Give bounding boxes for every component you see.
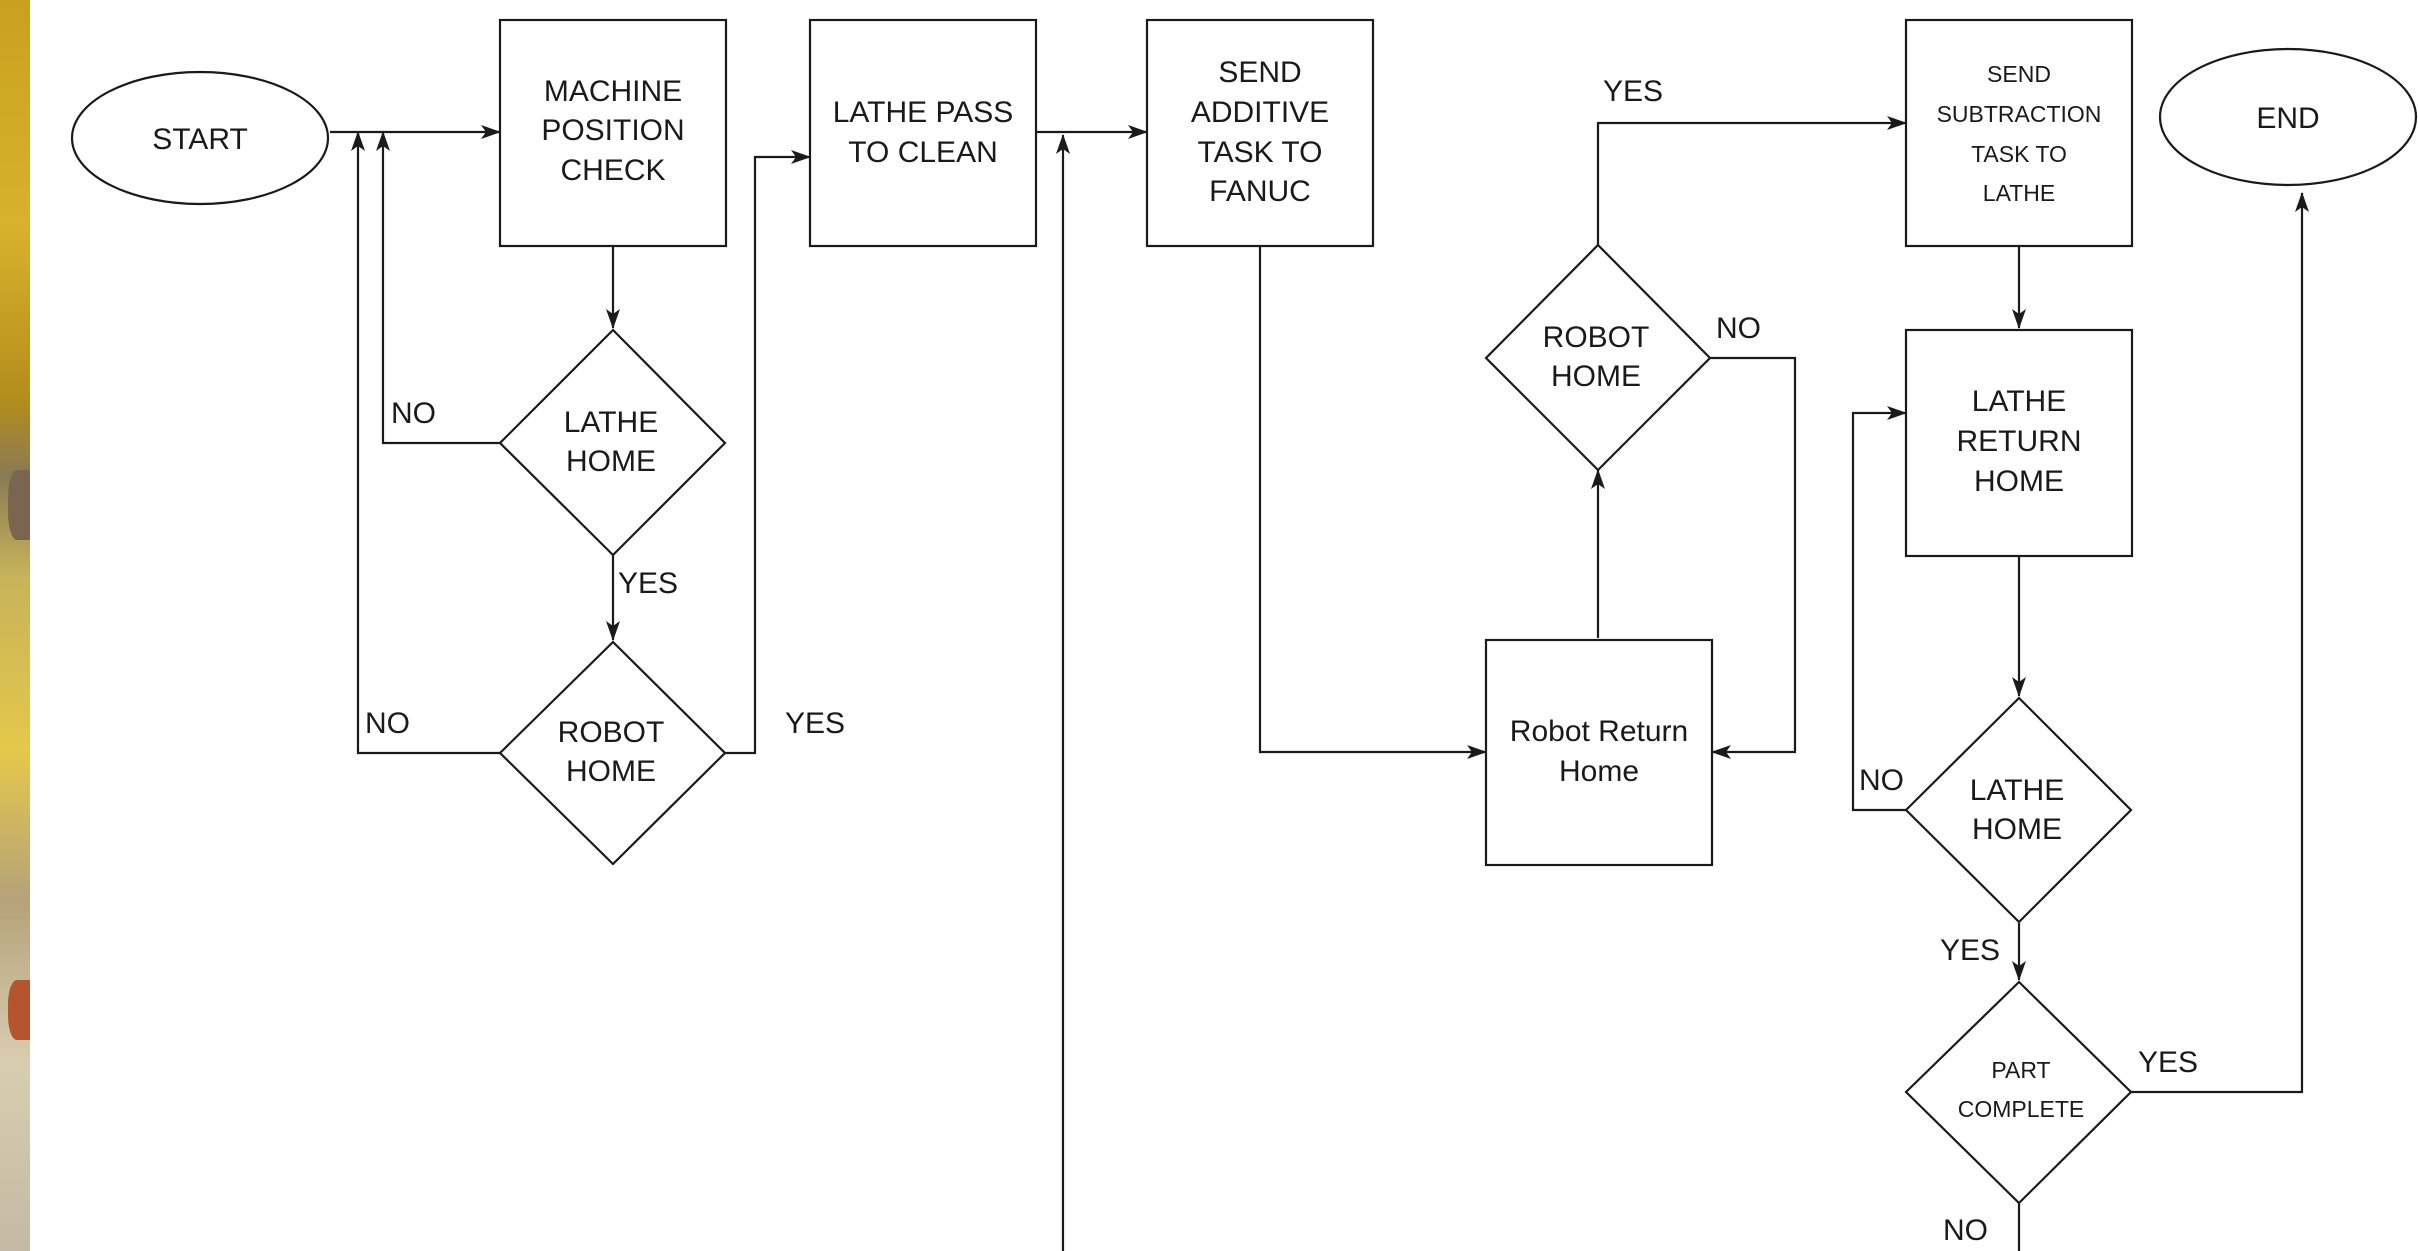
edge-robot-home-yes-to-lathe-pass <box>725 157 810 753</box>
node-label-line: TASK TO <box>1971 141 2067 167</box>
edge-additive-to-robot-return <box>1260 245 1486 752</box>
edge-lathe-home2-no <box>1853 413 1906 810</box>
edge-label-yes: YES <box>1603 75 1663 108</box>
process-box <box>1486 640 1712 865</box>
node-label-line: LATHE <box>1972 385 2066 418</box>
decision-diamond <box>1486 245 1710 470</box>
node-label-line: LATHE <box>564 406 658 439</box>
decision-diamond <box>1906 698 2131 922</box>
edge-label-no: NO <box>1943 1214 1988 1247</box>
node-label-line: SUBTRACTION <box>1937 101 2102 127</box>
node-label-line: RETURN <box>1957 425 2082 458</box>
machine-position-check-node: MACHINE POSITION CHECK <box>500 20 726 246</box>
edge-label-yes: YES <box>618 567 678 600</box>
node-label-line: LATHE <box>1983 180 2055 206</box>
edge-part-complete-yes-to-end <box>2131 193 2302 1092</box>
edge-label-no: NO <box>1859 764 1904 797</box>
start-label: START <box>152 123 248 156</box>
node-label-line: Robot Return <box>1510 715 1688 748</box>
node-label-line: POSITION <box>541 114 684 147</box>
decision-diamond <box>500 642 725 864</box>
node-label-line: COMPLETE <box>1958 1096 2085 1122</box>
lathe-home-decision-2: LATHE HOME <box>1906 698 2131 922</box>
decision-diamond <box>1906 982 2131 1203</box>
lathe-return-home-node: LATHE RETURN HOME <box>1906 330 2132 556</box>
robot-home-decision-1: ROBOT HOME <box>500 642 725 864</box>
node-label-line: HOME <box>566 755 656 788</box>
edge-label-no: NO <box>365 707 410 740</box>
node-label-line: CHECK <box>560 154 665 187</box>
lathe-home-decision-1: LATHE HOME <box>500 330 725 555</box>
node-label-line: TO CLEAN <box>848 136 998 169</box>
node-label-line: LATHE PASS <box>833 96 1014 129</box>
lathe-pass-to-clean-node: LATHE PASS TO CLEAN <box>810 20 1036 246</box>
node-label-line: ROBOT <box>558 716 665 749</box>
node-label-line: TASK TO <box>1197 136 1322 169</box>
part-complete-decision: PART COMPLETE <box>1906 982 2131 1203</box>
process-box <box>1906 20 2132 246</box>
node-label-line: Home <box>1559 755 1639 788</box>
edge-robot-home2-no <box>1710 358 1795 752</box>
edge-labels: NO YES NO YES YES NO NO YES YES NO <box>365 75 2198 1247</box>
node-label-line: HOME <box>1972 813 2062 846</box>
node-label-line: ROBOT <box>1543 321 1650 354</box>
process-box <box>1147 20 1373 246</box>
robot-return-home-node: Robot Return Home <box>1486 640 1712 865</box>
robot-home-decision-2: ROBOT HOME <box>1486 245 1710 470</box>
node-label-line: HOME <box>1974 465 2064 498</box>
node-label-line: SEND <box>1218 56 1301 89</box>
edge-label-yes: YES <box>785 707 845 740</box>
edge-robot-home2-yes <box>1598 123 1906 245</box>
edge-label-yes: YES <box>1940 934 2000 967</box>
edge-label-no: NO <box>1716 312 1761 345</box>
decision-diamond <box>500 330 725 555</box>
send-additive-task-node: SEND ADDITIVE TASK TO FANUC <box>1147 20 1373 246</box>
node-label-line: HOME <box>1551 360 1641 393</box>
end-node: END <box>2160 49 2416 185</box>
edge-label-no: NO <box>391 397 436 430</box>
process-box <box>810 20 1036 246</box>
end-label: END <box>2256 102 2319 135</box>
node-label-line: FANUC <box>1209 175 1311 208</box>
node-label-line: LATHE <box>1970 774 2064 807</box>
node-label-line: MACHINE <box>544 75 682 108</box>
start-node: START <box>72 72 328 204</box>
edge-label-yes: YES <box>2138 1046 2198 1079</box>
send-subtraction-task-node: SEND SUBTRACTION TASK TO LATHE <box>1906 20 2132 246</box>
node-label-line: HOME <box>566 445 656 478</box>
node-label-line: PART <box>1991 1057 2050 1083</box>
node-label-line: ADDITIVE <box>1191 96 1329 129</box>
node-label-line: SEND <box>1987 61 2051 87</box>
